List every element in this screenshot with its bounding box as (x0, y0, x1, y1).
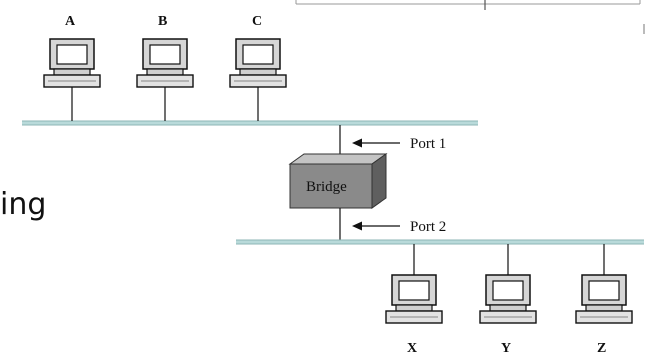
top-frame-fragment (295, 0, 645, 34)
port-1-indicator: Port 1 (352, 136, 446, 152)
port-2-indicator: Port 2 (352, 219, 446, 235)
bridge-label: Bridge (306, 179, 347, 195)
computer-x: X (385, 244, 443, 356)
side-text-fragment: ing (0, 187, 46, 222)
computer-b: B (136, 14, 194, 121)
top-computers: A B C (43, 14, 287, 121)
port-2-label: Port 2 (410, 219, 446, 235)
bottom-computers: X Y Z (385, 244, 633, 356)
computer-c: C (229, 14, 287, 121)
computer-label-y: Y (501, 341, 511, 356)
computer-y: Y (479, 244, 537, 356)
computer-label-c: C (252, 14, 262, 29)
computer-label-b: B (158, 14, 167, 29)
port-1-label: Port 1 (410, 136, 446, 152)
computer-z: Z (575, 244, 633, 356)
bottom-lan-bus (236, 239, 644, 245)
computer-label-a: A (65, 14, 76, 29)
top-lan-bus (22, 120, 478, 126)
computer-a: A (43, 14, 101, 121)
bridge-device: Bridge (288, 153, 388, 209)
computer-label-x: X (407, 341, 417, 356)
computer-label-z: Z (597, 341, 606, 356)
